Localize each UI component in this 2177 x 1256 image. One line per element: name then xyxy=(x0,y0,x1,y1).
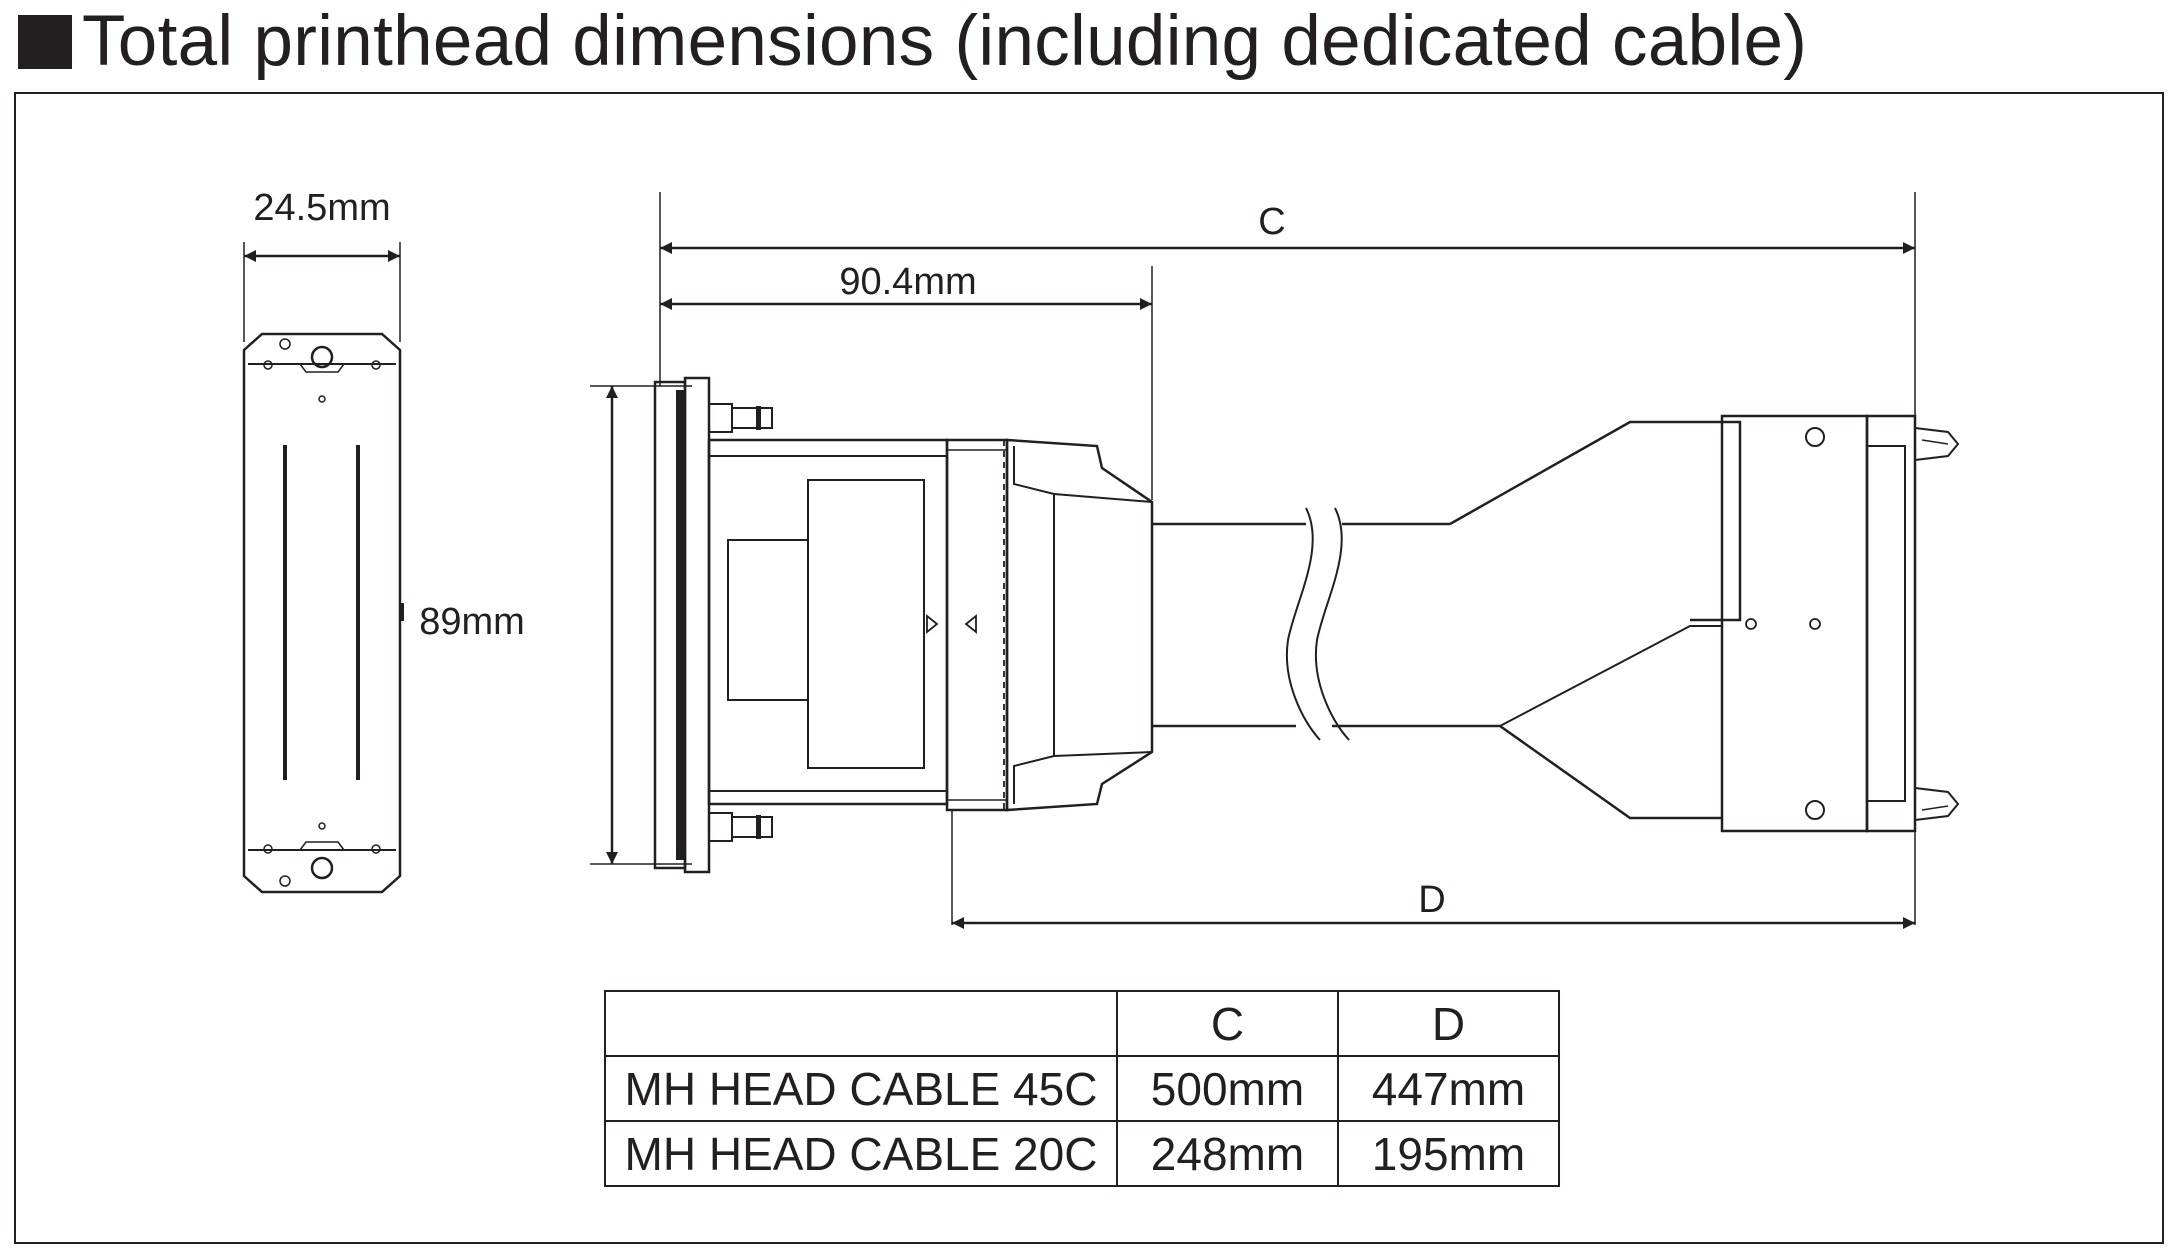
splitter-lower xyxy=(1450,724,1722,820)
side-bottom-hole xyxy=(310,856,334,880)
side-body-outline xyxy=(242,332,402,894)
connector-block xyxy=(945,438,1009,812)
head-label-plate xyxy=(807,479,925,769)
table-header-row: C D xyxy=(604,990,1560,1057)
cable-break-left xyxy=(1285,507,1321,741)
table-cell: 500mm xyxy=(1116,1055,1339,1122)
side-top-hole xyxy=(310,345,334,369)
table-cell: 447mm xyxy=(1337,1055,1560,1122)
table-header-cell: C xyxy=(1116,990,1339,1057)
heading-bullet-square xyxy=(18,15,72,69)
end-connector-plug xyxy=(1865,414,1917,833)
table-header-cell: D xyxy=(1337,990,1560,1057)
table-cell: 195mm xyxy=(1337,1120,1560,1187)
width-dimension-label: 24.5mm xyxy=(253,187,390,229)
height-dimension-label: 89mm xyxy=(419,601,525,643)
c-dimension-label: C xyxy=(1258,201,1285,243)
d-dimension-label: D xyxy=(1418,879,1445,921)
table-header-cell xyxy=(604,990,1118,1057)
page-heading: Total printhead dimensions (including de… xyxy=(18,4,1807,80)
table-row: MH HEAD CABLE 20C 248mm 195mm xyxy=(604,1120,1560,1187)
head-length-dimension-label: 90.4mm xyxy=(839,261,976,303)
page-title: Total printhead dimensions (including de… xyxy=(82,2,1808,81)
printhead-cable-front-view xyxy=(590,192,1960,929)
side-groove-right xyxy=(356,445,360,780)
table-row: MH HEAD CABLE 45C 500mm 447mm xyxy=(604,1055,1560,1122)
end-connector-body xyxy=(1720,414,1869,833)
side-groove-left xyxy=(283,445,287,780)
table-cell: MH HEAD CABLE 20C xyxy=(604,1120,1118,1187)
printhead-side-view xyxy=(242,242,404,894)
cable-break-right xyxy=(1314,507,1350,741)
table-cell: MH HEAD CABLE 45C xyxy=(604,1055,1118,1122)
drawing-frame xyxy=(14,92,2164,1244)
splitter-upper xyxy=(1449,420,1742,622)
head-body xyxy=(707,438,949,806)
table-cell: 248mm xyxy=(1116,1120,1339,1187)
cable-length-table: C D MH HEAD CABLE 45C 500mm 447mm MH HEA… xyxy=(604,990,1560,1187)
